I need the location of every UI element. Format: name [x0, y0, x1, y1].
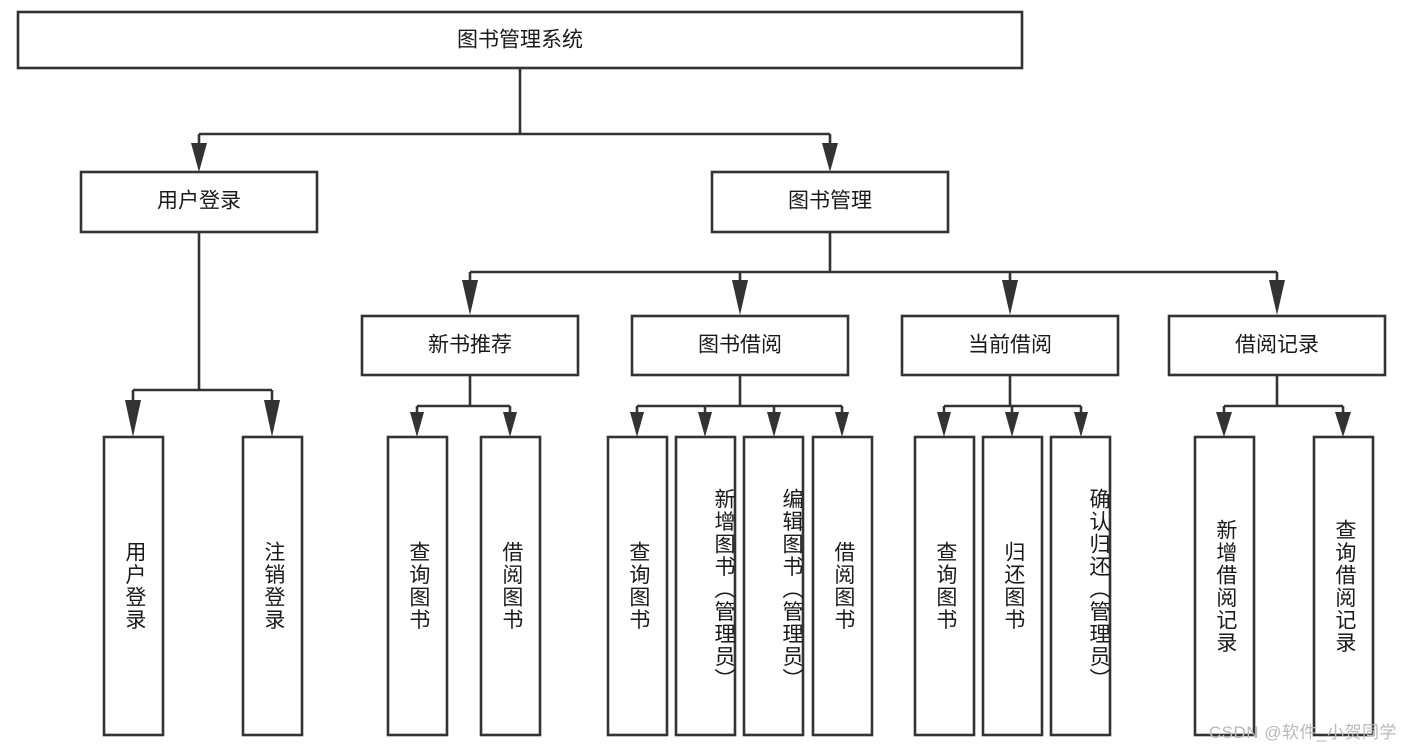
node-leaf-query-book-3-box[interactable] — [913, 435, 976, 737]
arrowhead-leaf-edit-book — [767, 412, 781, 437]
arrowhead-leaf-return-book — [1005, 412, 1019, 437]
arrowhead-leaf-confirm-return — [1074, 412, 1088, 437]
node-user-login-label: 用户登录 — [157, 190, 241, 213]
node-user-login[interactable]: 用户登录 — [79, 170, 319, 234]
node-leaf-logout-login-box[interactable] — [241, 435, 304, 737]
node-root[interactable]: 图书管理系统 — [16, 10, 1024, 70]
arrowhead-leaf-add-book — [698, 412, 712, 437]
arrowhead-leaf-borrow-book-2 — [835, 412, 849, 437]
watermark-text: CSDN @软件_小贺同学 — [1208, 723, 1397, 742]
connector-group-root — [191, 68, 838, 172]
node-leaf-user-login-box[interactable] — [102, 435, 165, 737]
arrowhead-new-book-rec — [462, 280, 478, 315]
node-leaf-borrow-book-2-box[interactable] — [811, 435, 874, 737]
node-current-borrow-box[interactable] — [900, 314, 1120, 377]
node-borrow-record-label: 借阅记录 — [1235, 334, 1319, 357]
node-new-book-rec-box[interactable] — [360, 314, 580, 377]
node-leaf-query-book-1-box[interactable] — [386, 435, 449, 737]
node-leaf-add-record-box[interactable] — [1193, 435, 1256, 737]
node-book-borrow-label: 图书借阅 — [698, 334, 782, 357]
node-borrow-record[interactable]: 借阅记录 — [1167, 314, 1387, 377]
arrowhead-leaf-logout-login — [264, 400, 280, 437]
arrowhead-leaf-query-book-3 — [937, 412, 951, 437]
node-book-manage-label: 图书管理 — [788, 190, 872, 213]
node-leaf-edit-book-box[interactable] — [742, 435, 805, 737]
arrowhead-leaf-add-record — [1216, 412, 1232, 437]
connector-group-new-book-rec — [410, 375, 517, 437]
node-book-borrow-box[interactable] — [630, 314, 850, 377]
node-leaf-borrow-book-1-box[interactable] — [479, 435, 542, 737]
arrowhead-book-manage — [822, 143, 838, 172]
connector-group-borrow-record — [1216, 375, 1351, 437]
node-borrow-record-box[interactable] — [1167, 314, 1387, 377]
node-leaf-return-book-box[interactable] — [981, 435, 1044, 737]
arrowhead-borrow-record — [1269, 280, 1285, 315]
arrowhead-leaf-borrow-book-1 — [503, 412, 517, 437]
connector-group-current-borrow — [937, 375, 1088, 437]
node-current-borrow[interactable]: 当前借阅 — [900, 314, 1120, 377]
arrowhead-book-borrow — [732, 280, 748, 315]
connector-group-book-borrow — [630, 375, 849, 437]
arrowhead-user-login — [191, 143, 207, 172]
node-book-manage-box[interactable] — [710, 170, 950, 234]
node-leaf-query-book-2-box[interactable] — [606, 435, 669, 737]
node-user-login-box[interactable] — [79, 170, 319, 234]
arrowhead-leaf-query-record — [1335, 412, 1351, 437]
arrowhead-leaf-user-login — [125, 400, 141, 437]
node-book-borrow[interactable]: 图书借阅 — [630, 314, 850, 377]
connector-group-book-manage — [462, 232, 1285, 315]
connector-group-user-login — [125, 232, 280, 437]
node-leaf-add-book-box[interactable] — [674, 435, 737, 737]
arrowhead-leaf-query-book-1 — [410, 412, 424, 437]
node-leaf-confirm-return-box[interactable] — [1049, 435, 1112, 737]
node-leaf-query-record-box[interactable] — [1312, 435, 1375, 737]
node-root-box[interactable] — [16, 10, 1024, 70]
node-book-manage[interactable]: 图书管理 — [710, 170, 950, 234]
node-new-book-rec[interactable]: 新书推荐 — [360, 314, 580, 377]
node-current-borrow-label: 当前借阅 — [968, 334, 1052, 357]
node-new-book-rec-label: 新书推荐 — [428, 334, 512, 357]
node-root-label: 图书管理系统 — [457, 29, 583, 52]
arrowhead-leaf-query-book-2 — [630, 412, 644, 437]
arrowhead-current-borrow — [1002, 280, 1018, 315]
